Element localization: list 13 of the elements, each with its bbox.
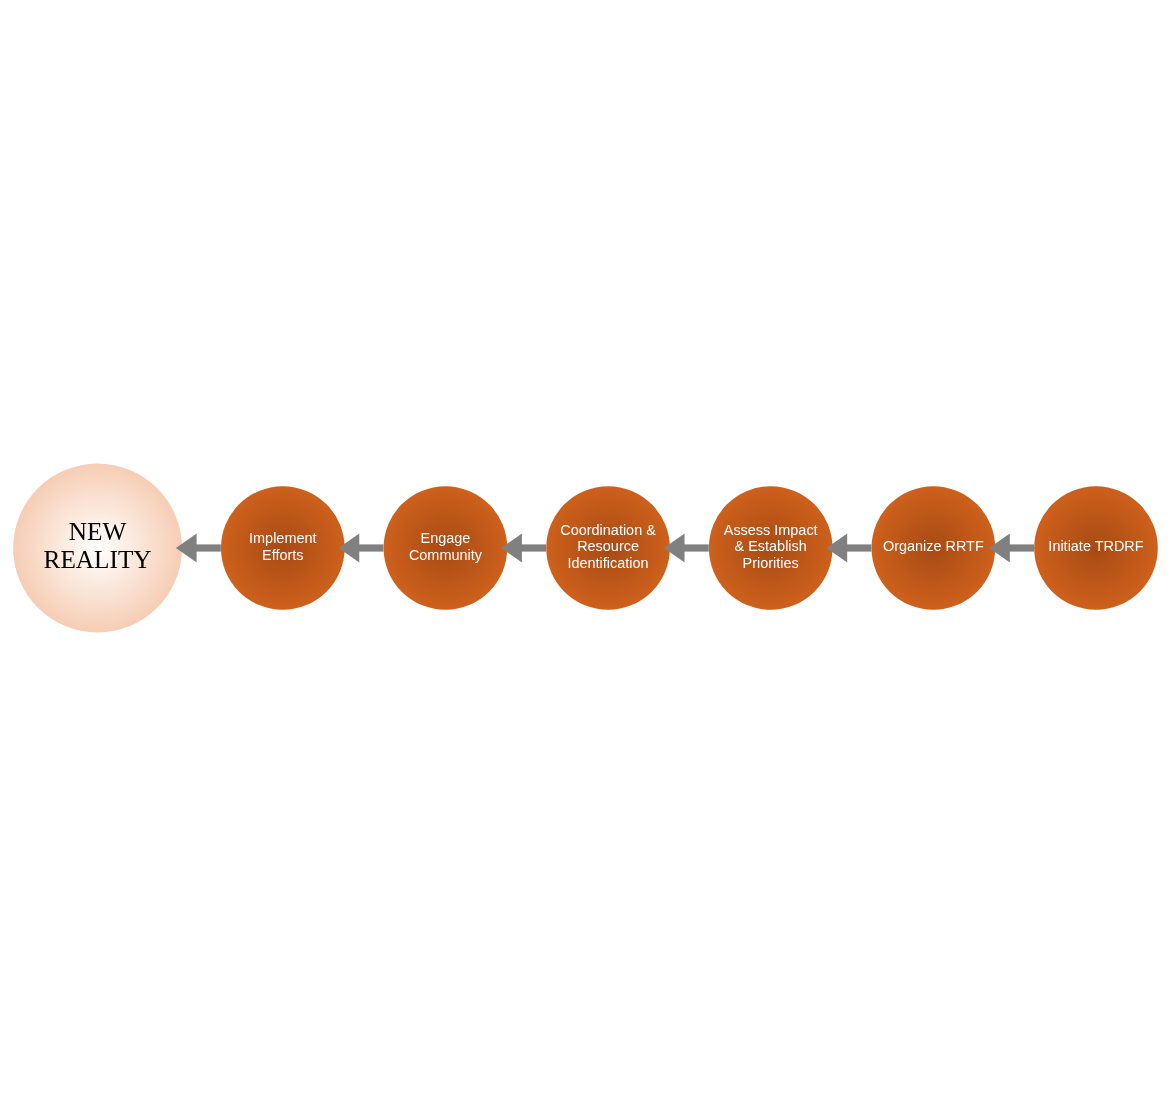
node-circle: Implement Efforts: [220, 486, 345, 610]
arrow: [175, 533, 221, 563]
arrow: [338, 533, 384, 563]
node-circle: Engage Community: [383, 486, 508, 610]
node-circle: Assess Impact & Establish Priorities: [708, 486, 833, 610]
node-circle: Coordination & Resource Identification: [546, 486, 670, 610]
node-circle: Initiate TRDRF: [1034, 486, 1158, 610]
node-circle: Organize RRTF: [871, 486, 996, 610]
arrow: [663, 533, 709, 563]
arrow: [826, 533, 872, 563]
arrow: [501, 533, 547, 563]
arrow: [989, 533, 1035, 563]
node-circle: NEW REALITY: [13, 463, 182, 633]
